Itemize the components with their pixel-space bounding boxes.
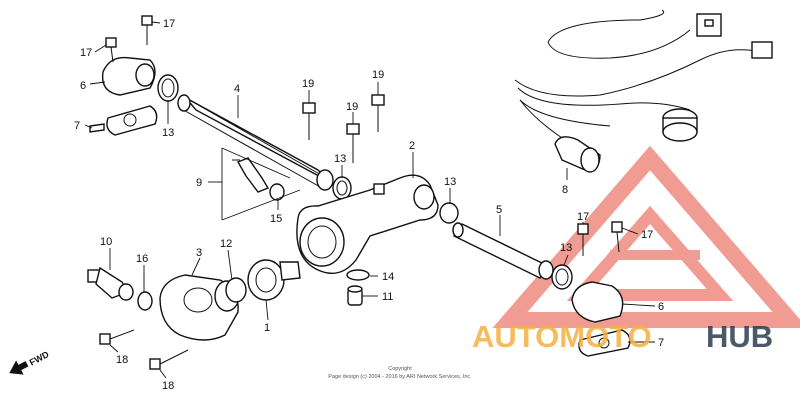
part-11-collar xyxy=(347,285,363,306)
part-4-water-pipe xyxy=(177,94,334,191)
callout-17: 17 xyxy=(80,47,92,59)
callout-19: 19 xyxy=(372,69,384,81)
watermark-brand-hub: HUB xyxy=(706,319,773,354)
part-5-water-pipe xyxy=(452,222,554,280)
callout-13: 13 xyxy=(560,242,572,254)
part-8-wire-harness xyxy=(514,9,773,180)
callout-13: 13 xyxy=(444,176,456,188)
part-12-o-ring xyxy=(225,277,247,303)
callout-17: 17 xyxy=(641,229,653,241)
callout-13: 13 xyxy=(334,153,346,165)
fwd-arrow-icon: FWD xyxy=(9,349,51,375)
part-19-bolt-c xyxy=(371,94,385,132)
callout-1: 1 xyxy=(264,322,270,334)
part-1-thermostat xyxy=(247,259,301,301)
part-7-gasket-top xyxy=(89,105,158,136)
callout-6: 6 xyxy=(658,301,664,313)
part-6-thermostat-cap-top xyxy=(101,56,156,96)
part-19-bolt-a xyxy=(302,102,316,140)
callout-15: 15 xyxy=(270,213,282,225)
part-19-bolt-b xyxy=(346,123,360,163)
part-17-bolt-top-b xyxy=(105,37,117,63)
callout-18: 18 xyxy=(116,354,128,366)
leader-lines xyxy=(84,21,656,379)
callout-17: 17 xyxy=(577,211,589,223)
part-13-o-ring-d xyxy=(551,264,573,290)
part-13-o-ring-a xyxy=(157,74,179,102)
fwd-label: FWD xyxy=(28,349,51,368)
callout-18: 18 xyxy=(162,380,174,392)
watermark-logo-icon xyxy=(492,145,800,328)
part-17-bolt-right-b xyxy=(611,221,623,253)
part-13-o-ring-c xyxy=(439,202,459,224)
callout-9: 9 xyxy=(196,177,202,189)
callout-13: 13 xyxy=(162,127,174,139)
part-13-o-ring-b xyxy=(332,176,352,200)
callout-2: 2 xyxy=(409,140,415,152)
callout-14: 14 xyxy=(382,271,394,283)
part-18-bolt-b xyxy=(149,349,189,370)
callout-12: 12 xyxy=(220,238,232,250)
callout-10: 10 xyxy=(100,236,112,248)
callout-7: 7 xyxy=(658,337,664,349)
callout-3: 3 xyxy=(196,247,202,259)
part-15-washer xyxy=(269,183,285,201)
callout-6: 6 xyxy=(80,80,86,92)
part-9-temp-sensor xyxy=(232,157,270,193)
callout-11: 11 xyxy=(382,291,393,303)
callout-19: 19 xyxy=(346,101,358,113)
copyright-line-1: Copyright xyxy=(388,366,412,372)
callout-7: 7 xyxy=(74,120,80,132)
callout-8: 8 xyxy=(562,184,568,196)
part-17-bolt-top-a xyxy=(141,15,153,45)
callout-4: 4 xyxy=(234,83,240,95)
callout-labels: 17 17 6 7 13 4 19 19 19 13 2 13 5 9 15 8… xyxy=(74,18,664,392)
part-7-gasket-right xyxy=(578,329,631,357)
part-16-washer xyxy=(137,291,153,311)
part-2-water-pump-housing xyxy=(296,174,439,274)
part-14-o-ring xyxy=(346,269,370,281)
part-18-bolt-a xyxy=(99,329,135,345)
callout-16: 16 xyxy=(136,253,148,265)
part-9-bracket-lines xyxy=(221,147,301,221)
callout-17: 17 xyxy=(163,18,175,30)
callout-5: 5 xyxy=(496,204,502,216)
part-10-thermo-switch xyxy=(87,266,134,301)
watermark-brand: AUTOMOTO HUB xyxy=(472,319,773,354)
copyright-line-2: Page design (c) 2004 - 2016 by ARI Netwo… xyxy=(328,374,472,380)
part-6-thermostat-cap-right xyxy=(571,281,624,323)
callout-19: 19 xyxy=(302,78,314,90)
watermark-brand-auto: AUTOMOTO xyxy=(472,319,652,354)
